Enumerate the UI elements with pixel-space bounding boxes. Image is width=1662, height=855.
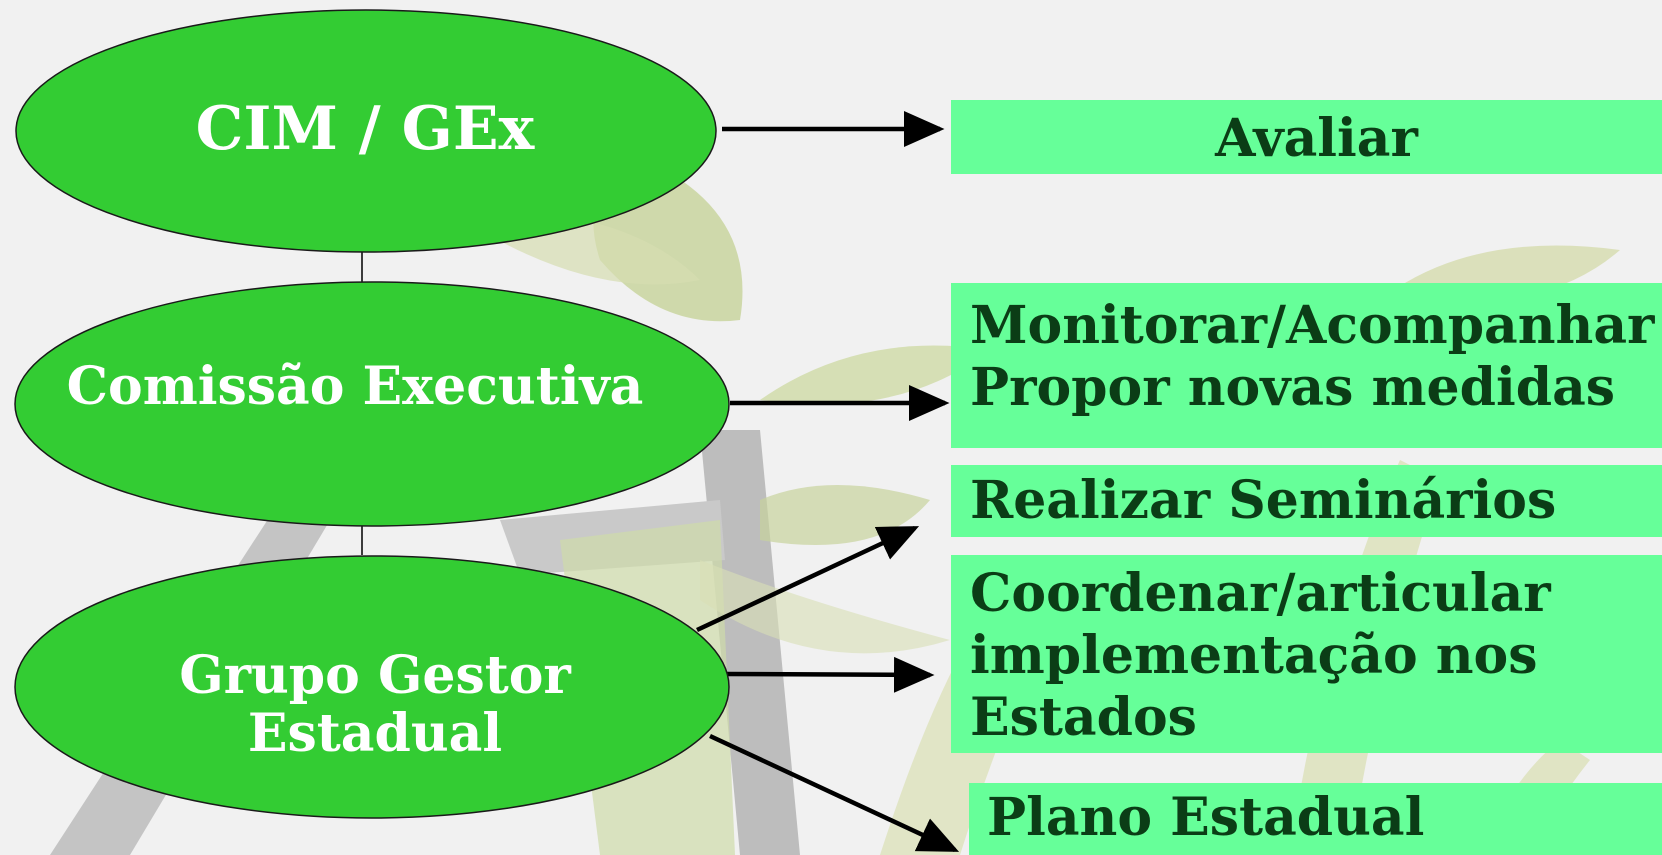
arrow-grupo-to-coordenar xyxy=(725,656,935,693)
task-text: Realizar Seminários xyxy=(970,470,1557,531)
node-label-grupo-gestor-estadual: Grupo Gestor Estadual xyxy=(90,640,660,770)
task-text: Propor novas medidas xyxy=(970,357,1616,418)
task-box-monitorar: Monitorar/Acompanhar Propor novas medida… xyxy=(951,283,1662,448)
node-grupo-gestor-estadual xyxy=(14,555,730,819)
node-label-cim-gex: CIM / GEx xyxy=(40,90,690,170)
node-cim-gex xyxy=(15,9,717,253)
task-text: Avaliar xyxy=(1215,108,1418,169)
node-label-line: Grupo Gestor xyxy=(179,644,571,706)
node-label-line: Estadual xyxy=(247,703,503,764)
node-label-comissao-executiva: Comissão Executiva xyxy=(40,355,670,419)
task-text: implementação nos xyxy=(970,625,1538,686)
node-comissao-executiva xyxy=(14,281,730,527)
task-box-coordenar: Coordenar/articular implementação nos Es… xyxy=(951,555,1662,753)
task-box-avaliar: Avaliar xyxy=(951,100,1662,174)
arrow-grupo-to-plano xyxy=(709,733,960,853)
task-box-seminarios: Realizar Seminários xyxy=(951,465,1662,537)
task-box-plano: Plano Estadual xyxy=(969,783,1662,855)
node-label-text: Comissão Executiva xyxy=(66,355,644,417)
node-label-text: CIM / GEx xyxy=(195,94,535,165)
task-text: Coordenar/articular xyxy=(970,563,1551,624)
task-text: Monitorar/Acompanhar xyxy=(970,295,1655,356)
task-text: Plano Estadual xyxy=(987,787,1425,848)
arrow-grupo-to-seminarios xyxy=(696,525,920,633)
task-text: Estados xyxy=(970,687,1197,748)
